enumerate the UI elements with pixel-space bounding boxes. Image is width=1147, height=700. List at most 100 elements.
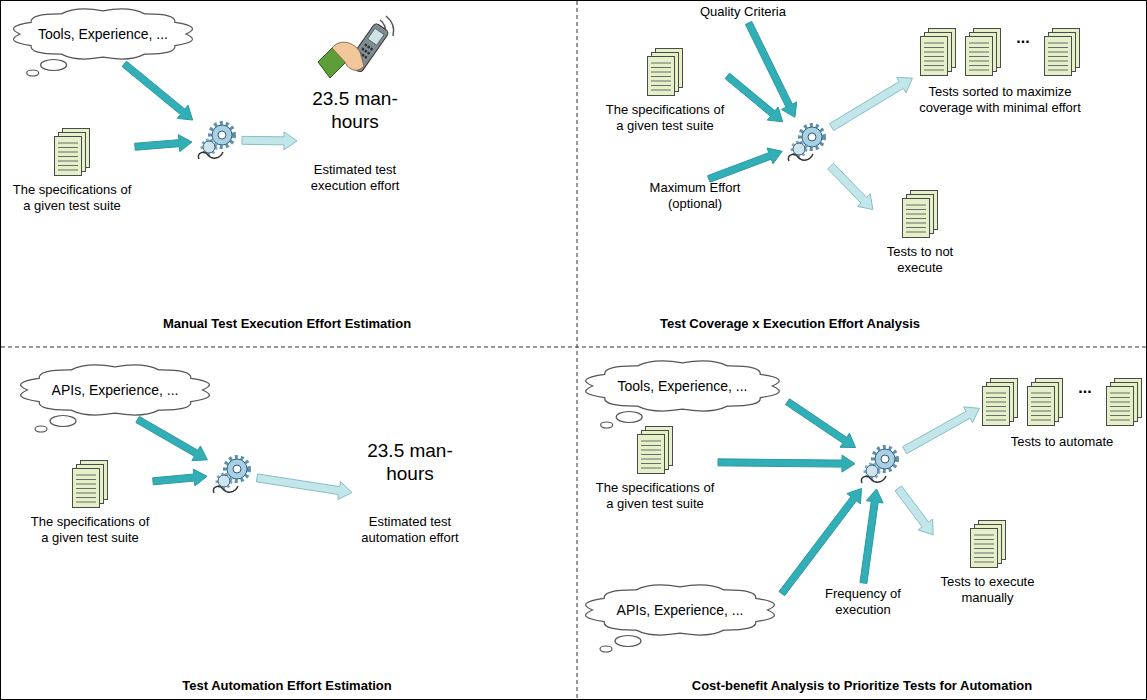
process-gear [210,452,254,496]
document-line [924,61,944,62]
document-line [906,205,926,206]
phone-key [364,55,368,59]
phone-key [370,47,374,51]
gear-body [793,143,805,155]
document-line [641,468,661,469]
doc-caption: Tests to execute manually [935,574,1040,607]
cloud-tail [616,412,642,423]
document-line [974,544,994,545]
output-arrow [895,486,933,535]
document-line [906,227,926,228]
document-line [76,497,96,498]
gear-art [858,442,902,486]
document-line [986,415,1006,416]
document-line [651,67,671,68]
document-line [906,223,926,224]
document-line [924,47,944,48]
thought-cloud: APIs, Experience, ... [580,582,780,638]
input-label: Frequency of execution [818,586,908,619]
input-arrow [136,416,208,460]
document-page [903,199,930,238]
gear-icon [213,457,249,493]
document-icon [638,427,673,474]
document-icon [983,379,1018,426]
document-line [651,76,671,77]
quadrant-title: Test Automation Effort Estimation [37,678,537,694]
document-stack: Tests to execute manually [935,520,1040,607]
gear-body [203,141,215,153]
quadrant-divider [577,1,578,699]
document-line [651,72,671,73]
document-stacks: Tests to automate [982,378,1142,450]
document-icon [1028,379,1063,426]
document-line [641,463,661,464]
cloud-text: APIs, Experience, ... [617,602,744,619]
document-icon [903,191,938,238]
document-line [969,61,989,62]
gear-icon [198,123,234,159]
document-line [1031,393,1051,394]
quadrant-divider [1,347,1146,348]
cloud-tail [601,422,613,428]
gear-body [227,459,247,479]
document-art [647,48,683,96]
document-line [76,475,96,476]
input-label: Quality Criteria [700,4,786,20]
doc-caption: The specifications of a given test suite [30,514,150,547]
gear-hole [233,465,241,473]
document-stack: The specifications of a given test suite [605,48,725,135]
phone-key [364,43,368,47]
gear-swirl [213,486,238,493]
phone-screen [368,28,384,45]
document-line [969,47,989,48]
document-line [641,445,661,446]
document-art [902,190,938,238]
document-line [974,557,994,558]
document-stack: The specifications of a given test suite [12,128,132,215]
document-line [58,152,78,153]
document-icon [1107,379,1142,426]
document-line [924,43,944,44]
document-line [1110,411,1130,412]
effort-text: Estimated test execution effort [300,162,410,195]
phone-key [367,51,371,55]
input-arrow [860,489,883,584]
document-icon [921,29,956,76]
hand [332,42,364,70]
thought-cloud: Tools, Experience, ... [8,6,198,62]
document-line [1048,70,1068,71]
document-line [58,165,78,166]
document-line [974,562,994,563]
input-arrow [718,455,855,472]
process-gear [785,120,829,164]
document-line [651,90,671,91]
document-art [982,378,1142,428]
cloud-shape [586,585,775,635]
document-line [986,393,1006,394]
document-line [76,479,96,480]
output-arrow [903,407,980,454]
doc-caption: Tests sorted to maximize coverage with m… [915,84,1085,117]
document-line [58,147,78,148]
document-line [651,63,671,64]
effort-output: 23.5 man-hoursEstimated test automation … [355,440,465,546]
doc-caption: Tests to not execute [875,244,965,277]
document-line [969,43,989,44]
document-line [58,143,78,144]
gear-body [802,127,822,147]
document-line [1110,402,1130,403]
document-line [1031,411,1051,412]
document-line [76,493,96,494]
document-line [1031,406,1051,407]
quadrant-title: Cost-benefit Analysis to Prioritize Test… [612,678,1112,694]
document-line [1048,61,1068,62]
phone-key [361,47,365,51]
document-line [974,539,994,540]
input-text: Frequency of execution [818,586,908,619]
input-arrow [725,73,783,122]
document-line [969,56,989,57]
document-line [1031,402,1051,403]
cloud-tail [50,416,76,427]
